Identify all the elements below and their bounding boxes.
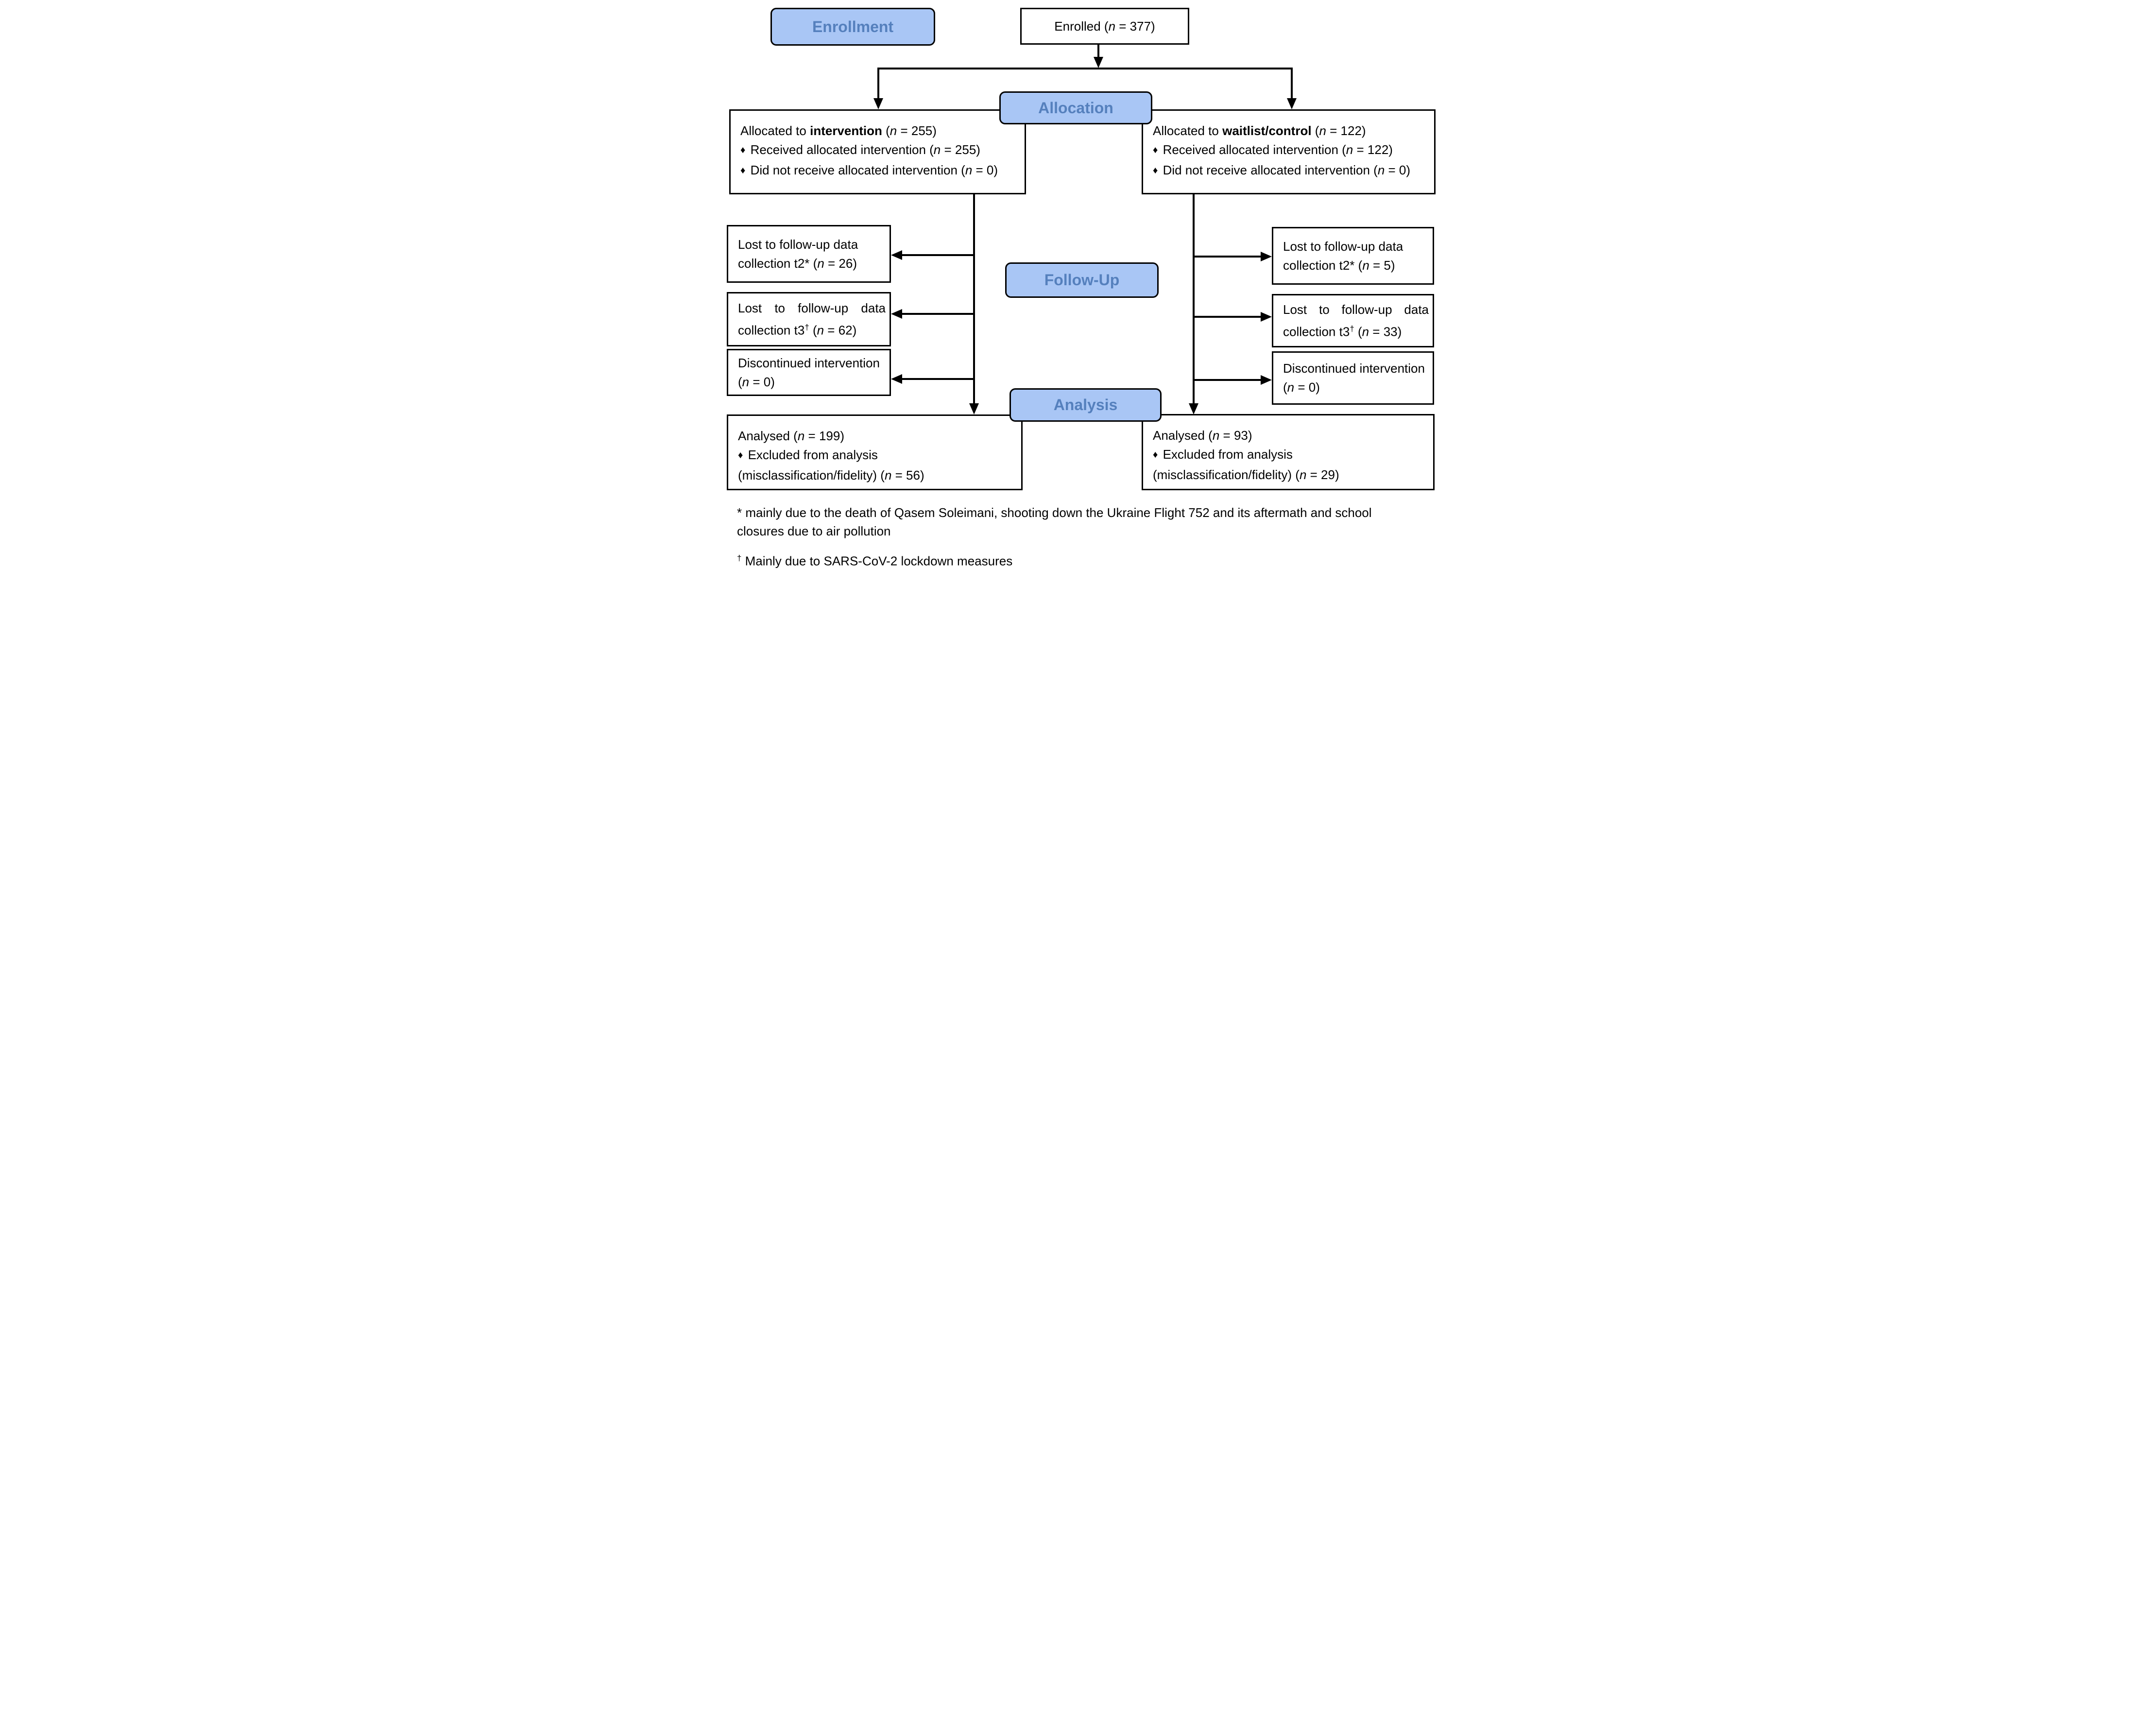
discontinued-right-text: Discontinued intervention (n = 0) — [1283, 361, 1425, 395]
analysed-right-title: Analysed (n = 93) — [1153, 428, 1252, 443]
lost-t2-left-box: Lost to follow-up data collection t2* (n… — [727, 225, 891, 283]
connector-branch-right-drop — [1291, 68, 1293, 99]
diamond-bullet-icon: ♦ — [1153, 145, 1160, 155]
arrowhead-alloc-right — [1287, 98, 1297, 109]
connector-branch-line — [878, 68, 1293, 69]
connector-lost-t3-right — [1194, 316, 1261, 318]
diamond-bullet-icon: ♦ — [740, 165, 747, 176]
enrolled-box: Enrolled (n = 377) — [1020, 8, 1189, 45]
analysed-left-title: Analysed (n = 199) — [738, 429, 844, 443]
connector-lost-t2-right — [1194, 256, 1261, 258]
connector-branch-left-drop — [877, 68, 879, 99]
lost-t3-left-text: Lost to follow-up data collection t3† (n… — [738, 300, 886, 338]
lost-t2-left-text: Lost to follow-up data collection t2* (n… — [738, 237, 858, 271]
allocation-stage-label: Allocation — [999, 91, 1152, 124]
discontinued-right-box: Discontinued intervention (n = 0) — [1272, 351, 1434, 405]
lost-t3-right-text: Lost to follow-up data collection t3† (n… — [1283, 302, 1429, 339]
allocated-intervention-not-received: ♦ Did not receive allocated intervention… — [740, 163, 998, 177]
connector-left-spine — [973, 194, 975, 404]
connector-right-spine — [1193, 194, 1195, 404]
analysed-left-misclassification: (misclassification/fidelity) (n = 56) — [738, 468, 924, 482]
followup-stage-label: Follow-Up — [1005, 262, 1159, 298]
discontinued-left-box: Discontinued intervention (n = 0) — [727, 349, 891, 396]
connector-discontinued-left — [902, 378, 974, 380]
arrowhead-discontinued-right — [1261, 375, 1272, 385]
lost-t3-right-box: Lost to follow-up data collection t3† (n… — [1272, 294, 1434, 347]
arrowhead-lost-t2-left — [891, 250, 902, 260]
allocated-intervention-box: Allocated to intervention (n = 255) ♦ Re… — [729, 109, 1026, 194]
analysed-right-box: Analysed (n = 93) ♦ Excluded from analys… — [1142, 414, 1435, 490]
arrowhead-lost-t3-left — [891, 309, 902, 319]
arrowhead-discontinued-left — [891, 374, 902, 384]
analysis-stage-label: Analysis — [1010, 388, 1162, 422]
arrowhead-analysed-left — [969, 403, 979, 414]
analysed-right-excluded: ♦ Excluded from analysis — [1153, 447, 1293, 462]
analysed-left-excluded: ♦ Excluded from analysis — [738, 448, 878, 462]
arrowhead-enrolled-down — [1094, 57, 1103, 68]
footnote-asterisk: * mainly due to the death of Qasem Solei… — [737, 505, 1372, 538]
allocated-waitlist-not-received: ♦ Did not receive allocated intervention… — [1153, 163, 1411, 177]
diamond-bullet-icon: ♦ — [738, 450, 745, 461]
lost-t3-left-box: Lost to follow-up data collection t3† (n… — [727, 292, 891, 346]
diamond-bullet-icon: ♦ — [1153, 165, 1160, 176]
arrowhead-lost-t3-right — [1261, 312, 1272, 322]
analysed-left-box: Analysed (n = 199) ♦ Excluded from analy… — [727, 414, 1023, 490]
allocated-waitlist-title: Allocated to waitlist/control (n = 122) — [1153, 123, 1366, 138]
diamond-bullet-icon: ♦ — [740, 145, 747, 155]
lost-t2-right-box: Lost to follow-up data collection t2* (n… — [1272, 227, 1434, 285]
allocated-intervention-received: ♦ Received allocated intervention (n = 2… — [740, 142, 980, 157]
allocated-waitlist-box: Allocated to waitlist/control (n = 122) … — [1142, 109, 1436, 194]
allocated-intervention-title: Allocated to intervention (n = 255) — [740, 123, 937, 138]
discontinued-left-text: Discontinued intervention (n = 0) — [738, 355, 880, 389]
arrowhead-analysed-right — [1189, 403, 1198, 414]
consort-flow-diagram: Enrollment Allocation Follow-Up Analysis… — [719, 0, 1437, 574]
connector-enrolled-stem — [1097, 45, 1099, 57]
allocated-waitlist-received: ♦ Received allocated intervention (n = 1… — [1153, 142, 1393, 157]
lost-t2-right-text: Lost to follow-up data collection t2* (n… — [1283, 239, 1403, 273]
enrollment-stage-label: Enrollment — [770, 8, 935, 46]
footnote-dagger: † Mainly due to SARS-CoV-2 lockdown meas… — [737, 553, 1013, 568]
connector-discontinued-right — [1194, 379, 1261, 381]
connector-lost-t3-left — [902, 313, 974, 315]
analysed-right-misclassification: (misclassification/fidelity) (n = 29) — [1153, 467, 1339, 482]
enrolled-box-text: Enrolled (n = 377) — [1054, 18, 1155, 34]
diamond-bullet-icon: ♦ — [1153, 449, 1160, 460]
arrowhead-alloc-left — [873, 98, 883, 109]
arrowhead-lost-t2-right — [1261, 252, 1272, 261]
connector-lost-t2-left — [902, 254, 974, 256]
